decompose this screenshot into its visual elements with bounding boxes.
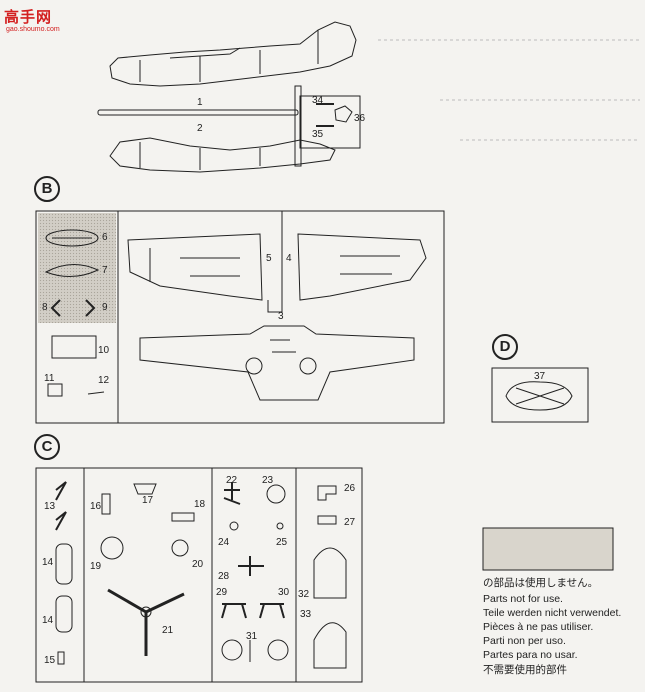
sprue-b-frame (35, 210, 445, 424)
part-number: 3 (278, 311, 284, 322)
canopy-clear-part (44, 264, 100, 277)
part-number: 34 (312, 95, 324, 106)
part-number: 2 (197, 123, 203, 134)
part-number: 1 (197, 97, 203, 108)
not-for-use-swatch (482, 527, 614, 571)
part-number: 26 (344, 483, 356, 494)
part-number: 11 (44, 373, 55, 384)
part-number: 23 (262, 475, 274, 486)
sprue-d-frame (491, 367, 589, 423)
part-number: 5 (266, 253, 272, 264)
canopy-part-d (505, 381, 573, 411)
part-number: 22 (226, 475, 238, 486)
part-number: 6 (102, 232, 108, 243)
part-number: 37 (534, 371, 546, 382)
part-number: 4 (286, 253, 292, 264)
part-number: 27 (344, 517, 356, 528)
part-number: 14 (42, 615, 54, 626)
legend-chinese: 不需要使用的部件 (483, 664, 567, 676)
legend-italian: Parti non per uso. (483, 635, 566, 647)
section-b-label: B (34, 176, 60, 202)
part-number: 8 (42, 302, 48, 313)
watermark-logo: 高手网 (4, 9, 53, 26)
propeller-part (107, 588, 185, 656)
part-number: 12 (98, 375, 110, 386)
part-number: 32 (298, 589, 310, 600)
section-c-label: C (34, 434, 60, 460)
legend-english: Parts not for use. (483, 593, 563, 605)
part-number: 18 (194, 499, 206, 510)
part-number: 35 (312, 129, 324, 140)
wing-left-top (127, 233, 263, 301)
section-d-label: D (492, 334, 518, 360)
fuselage-bottom (109, 137, 336, 173)
part-number: 30 (278, 587, 290, 598)
part-number: 31 (246, 631, 258, 642)
wing-right-top (297, 233, 427, 301)
part-number: 13 (44, 501, 56, 512)
part-number: 29 (216, 587, 228, 598)
part-number: 10 (98, 345, 110, 356)
legend-japanese: の部品は使用しません。 (483, 577, 599, 589)
part-number: 20 (192, 559, 204, 570)
part-number: 25 (276, 537, 288, 548)
sprue-runner (97, 109, 299, 116)
legend-spanish: Partes para no usar. (483, 649, 578, 661)
part-number: 9 (102, 302, 108, 313)
canopy-part (45, 229, 99, 247)
wing-lower (139, 325, 415, 401)
part-number: 17 (142, 495, 154, 506)
sprue-runner-vertical (294, 85, 302, 167)
part-number: 24 (218, 537, 230, 548)
part-number: 19 (90, 561, 102, 572)
watermark-url: gao.shoumo.com (6, 26, 60, 33)
part-number: 16 (90, 501, 102, 512)
part-number: 15 (44, 655, 56, 666)
part-number: 7 (102, 265, 108, 276)
fuselage-top (109, 21, 357, 87)
part-number: 33 (300, 609, 312, 620)
legend-french: Pièces à ne pas utiliser. (483, 621, 594, 633)
parts-not-for-use-shaded (38, 213, 116, 323)
part-number: 21 (162, 625, 174, 636)
legend-german: Teile werden nicht verwendet. (483, 607, 622, 619)
part-number: 14 (42, 557, 54, 568)
part-number: 28 (218, 571, 230, 582)
part-number: 36 (354, 113, 366, 124)
sprue-c-frame (35, 467, 363, 683)
